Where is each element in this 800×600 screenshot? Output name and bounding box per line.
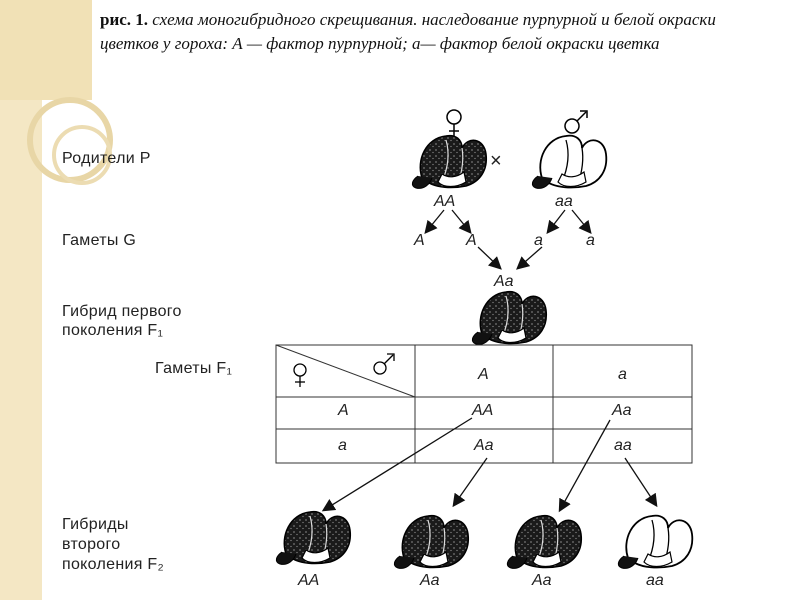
offspring-arrows	[324, 418, 656, 510]
flower-f1-purple-icon	[472, 292, 546, 345]
gamete-arrows	[426, 210, 590, 268]
flower-f2-white-icon	[618, 516, 692, 569]
flower-f2-purple-icon	[507, 516, 581, 569]
flower-f2-purple-icon	[394, 516, 468, 569]
female-symbol-icon	[447, 110, 461, 136]
flower-parent-purple-icon	[412, 136, 486, 189]
flower-f2-purple-icon	[276, 512, 350, 565]
male-symbol-icon	[565, 111, 587, 133]
male-symbol-icon	[374, 354, 394, 374]
punnett-square	[276, 345, 692, 463]
flower-parent-white-icon	[532, 136, 606, 189]
female-symbol-icon	[294, 364, 306, 387]
